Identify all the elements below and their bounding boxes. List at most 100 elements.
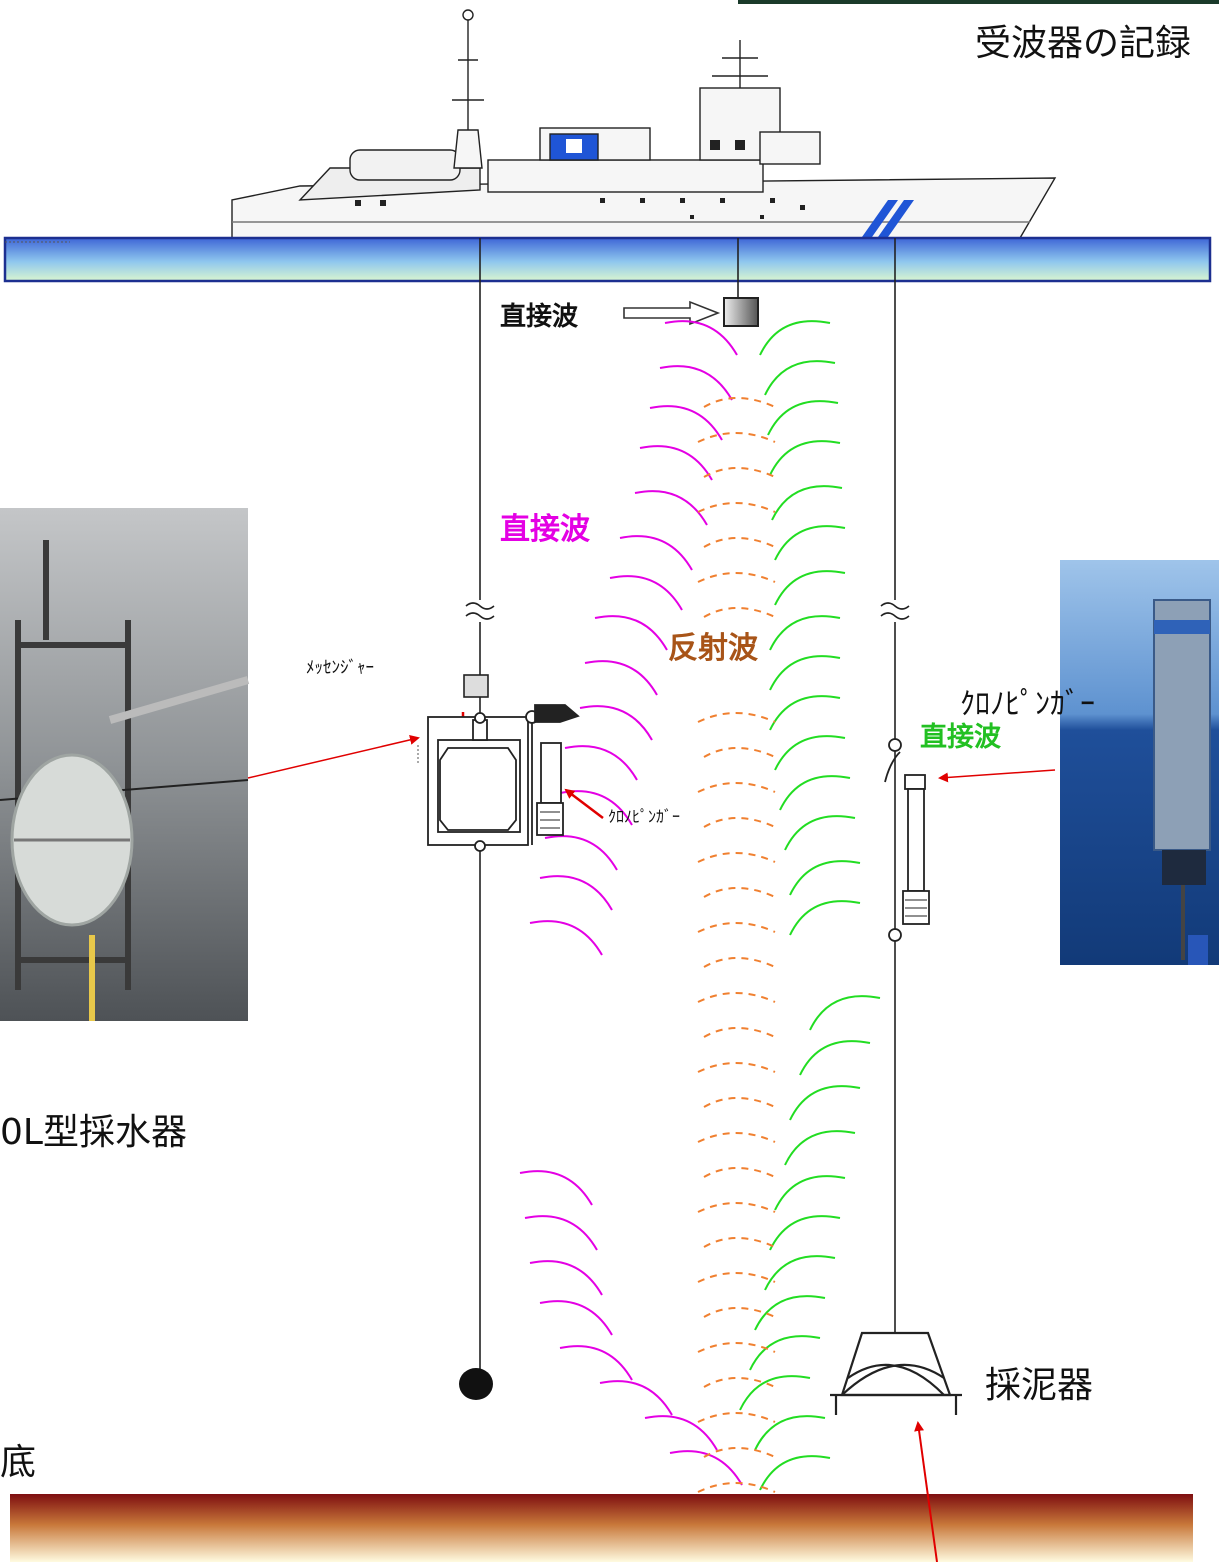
reflected-wave-arc xyxy=(697,1412,776,1423)
green-wave-arc xyxy=(779,775,851,811)
receiver-record-title: 受波器の記録 xyxy=(974,23,1191,64)
reflected-wave-arc xyxy=(697,852,776,863)
reflected-wave-arc xyxy=(703,1097,776,1108)
green-wave-arc xyxy=(789,1085,861,1121)
green-wave-arc xyxy=(754,1415,826,1451)
direct-wave-label-green: 直接波 xyxy=(920,722,1001,753)
green-wave-arc xyxy=(789,900,861,936)
reflected-wave-arc xyxy=(697,1202,776,1213)
reflected-wave-arc xyxy=(697,922,776,933)
weight-icon xyxy=(459,1368,493,1400)
direct-wave-label-top: 直接波 xyxy=(500,302,579,332)
magenta-wave-arc xyxy=(594,615,668,651)
green-wave-arc xyxy=(774,735,846,771)
magenta-wave-arc xyxy=(644,1415,718,1451)
reflected-wave-label: 反射波 xyxy=(668,631,758,666)
reflected-wave-arc xyxy=(703,537,776,548)
green-wave-arc xyxy=(769,1215,841,1251)
water-sampler-icon xyxy=(427,704,580,852)
magenta-wave-arc xyxy=(609,575,683,611)
green-wave-arc xyxy=(759,1455,831,1491)
reflected-wave-arc xyxy=(697,502,776,513)
reflected-wave-arc xyxy=(697,1062,776,1073)
magenta-wave-arc xyxy=(599,1380,673,1416)
water-sampler-label: 0L型採水器 xyxy=(0,1112,187,1153)
reflected-wave-arc xyxy=(703,887,776,898)
wave-arcs xyxy=(519,320,881,1493)
ship-icon xyxy=(231,9,1057,239)
reflected-wave-arc xyxy=(703,1307,776,1318)
green-wave-arc xyxy=(784,1130,856,1166)
green-wave-arc xyxy=(774,570,846,606)
reflected-wave-arc xyxy=(703,1377,776,1388)
magenta-wave-arc xyxy=(539,875,613,911)
reflected-wave-arc xyxy=(703,817,776,828)
green-wave-arc xyxy=(769,655,841,691)
green-wave-arc xyxy=(769,695,841,731)
magenta-wave-arc xyxy=(539,1300,613,1336)
chronopinger-label-right: ｸﾛﾉﾋﾟﾝｶﾞｰ xyxy=(960,687,1095,722)
reflected-wave-arc xyxy=(697,712,776,723)
photo-strip xyxy=(738,0,1219,4)
magenta-wave-arc xyxy=(529,1260,603,1296)
green-wave-arc xyxy=(774,1175,846,1211)
direct-wave-label-magenta: 直接波 xyxy=(500,512,590,547)
reflected-wave-arc xyxy=(703,747,776,758)
chronopinger-photo xyxy=(1060,560,1219,965)
magenta-wave-arc xyxy=(579,705,653,741)
magenta-wave-arc xyxy=(619,535,693,571)
water-sampler-photo xyxy=(0,508,250,1021)
magenta-wave-arc xyxy=(524,1215,598,1251)
green-wave-arc xyxy=(769,440,841,476)
chronopinger-icon xyxy=(884,738,930,942)
reflected-wave-arc xyxy=(703,1167,776,1178)
magenta-wave-arc xyxy=(559,1345,633,1381)
reflected-wave-arc xyxy=(697,432,776,443)
green-wave-arc xyxy=(749,1335,821,1371)
green-wave-arc xyxy=(799,1040,871,1076)
mud-sampler-label: 採泥器 xyxy=(985,1365,1094,1406)
magenta-wave-arc xyxy=(529,920,603,956)
magenta-wave-arc xyxy=(659,365,733,401)
green-wave-arc xyxy=(789,860,861,896)
green-wave-arc xyxy=(769,615,841,651)
reflected-wave-arc xyxy=(703,1447,776,1458)
green-wave-arc xyxy=(767,400,839,436)
sea-surface xyxy=(3,236,1212,283)
chronopinger-pointer-icon xyxy=(564,788,604,819)
water-sampler-pointer-icon xyxy=(247,734,420,779)
reflected-wave-arc xyxy=(697,1482,776,1493)
reflected-wave-arc xyxy=(697,992,776,1003)
green-wave-arc xyxy=(809,995,881,1031)
reflected-wave-arc xyxy=(697,572,776,583)
magenta-wave-arc xyxy=(649,405,723,441)
green-wave-arc xyxy=(784,815,856,851)
green-wave-arc xyxy=(771,485,843,521)
chronopinger-label-small: ｸﾛﾉﾋﾟﾝｶﾞｰ xyxy=(608,807,681,826)
seabed xyxy=(10,1494,1193,1562)
green-wave-arc xyxy=(739,1375,811,1411)
reflected-wave-arc xyxy=(703,957,776,968)
messenger-label: ﾒｯｾﾝｼﾞｬｰ xyxy=(306,658,374,678)
direct-wave-arrow-icon xyxy=(623,300,721,326)
reflected-wave-arc xyxy=(697,1132,776,1143)
green-wave-arc xyxy=(754,1295,826,1331)
transducer-icon xyxy=(723,297,759,327)
reflected-wave-arc xyxy=(703,607,776,618)
green-wave-arc xyxy=(774,525,846,561)
messenger-icon xyxy=(463,674,489,698)
magenta-wave-arc xyxy=(664,320,738,356)
magenta-wave-arc xyxy=(564,745,638,781)
reflected-wave-arc xyxy=(703,467,776,478)
magenta-wave-arc xyxy=(639,445,713,481)
green-wave-arc xyxy=(759,320,831,356)
reflected-wave-arc xyxy=(697,1272,776,1283)
reflected-wave-arc xyxy=(703,397,776,408)
green-wave-arc xyxy=(764,1255,836,1291)
magenta-wave-arc xyxy=(634,490,708,526)
magenta-wave-arc xyxy=(584,660,658,696)
mud-sampler-pointer-icon xyxy=(914,1421,938,1562)
reflected-wave-arc xyxy=(703,1027,776,1038)
reflected-wave-arc xyxy=(697,1342,776,1353)
